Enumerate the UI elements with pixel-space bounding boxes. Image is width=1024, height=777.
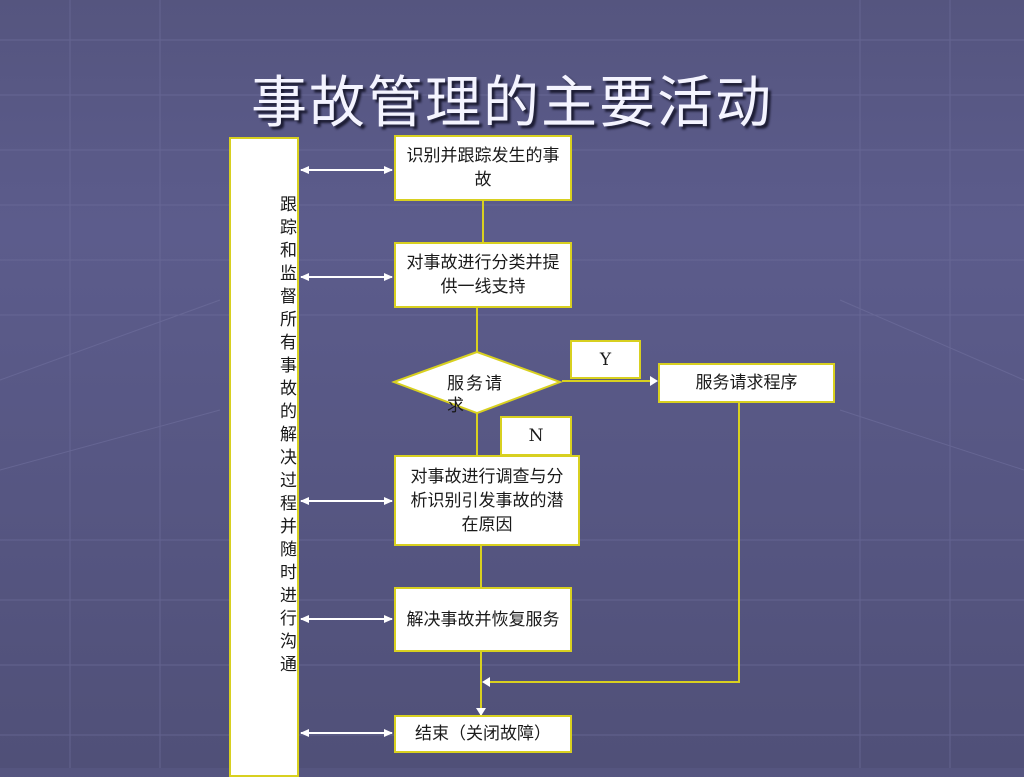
no-label-box: N <box>500 416 572 456</box>
decision-label: 服务请求 <box>447 374 504 416</box>
node-classify-label: 对事故进行分类并提供一线支持 <box>406 253 560 297</box>
node-resolve: 解决事故并恢复服务 <box>394 587 572 652</box>
yes-label: Y <box>599 349 612 370</box>
node-service-request: 服务请求程序 <box>658 363 835 403</box>
node-classify: 对事故进行分类并提供一线支持 <box>394 242 572 308</box>
node-close-label: 结束（关闭故障） <box>415 724 551 744</box>
node-close: 结束（关闭故障） <box>394 715 572 753</box>
node-investigate-label: 对事故进行调查与分析识别引发事故的潜在原因 <box>410 466 564 535</box>
yes-label-box: Y <box>570 340 641 379</box>
no-label: N <box>528 426 544 446</box>
monitoring-label: 跟踪和监督所有事故的解决过程并随时进行沟通 <box>276 195 296 678</box>
page-title: 事故管理的主要活动 <box>251 71 773 136</box>
node-identify: 识别并跟踪发生的事故 <box>394 135 572 201</box>
node-resolve-label: 解决事故并恢复服务 <box>406 609 560 630</box>
monitoring-sidebar: 跟踪和监督所有事故的解决过程并随时进行沟通 <box>229 137 299 777</box>
node-service-request-label: 服务请求程序 <box>695 373 798 393</box>
node-identify-label: 识别并跟踪发生的事故 <box>406 146 560 190</box>
node-investigate: 对事故进行调查与分析识别引发事故的潜在原因 <box>394 455 580 546</box>
